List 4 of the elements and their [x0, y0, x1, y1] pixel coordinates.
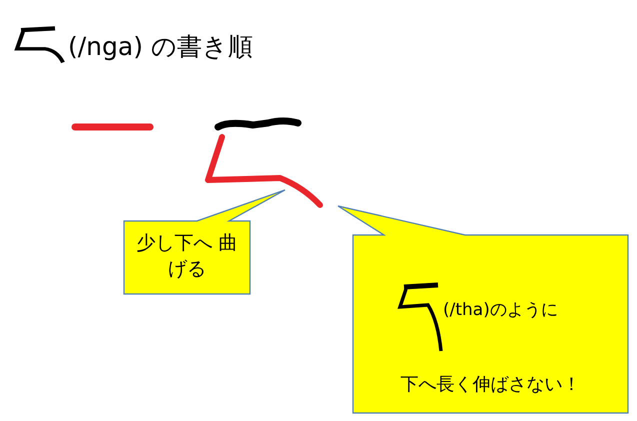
- callout-text: (/tha)のように: [443, 299, 558, 321]
- callout-text: 下へ長く伸ばさない！: [400, 373, 582, 396]
- title-text: (/nga) の書き順: [68, 31, 253, 63]
- callout-text: 少し下へ 曲げる: [136, 231, 238, 282]
